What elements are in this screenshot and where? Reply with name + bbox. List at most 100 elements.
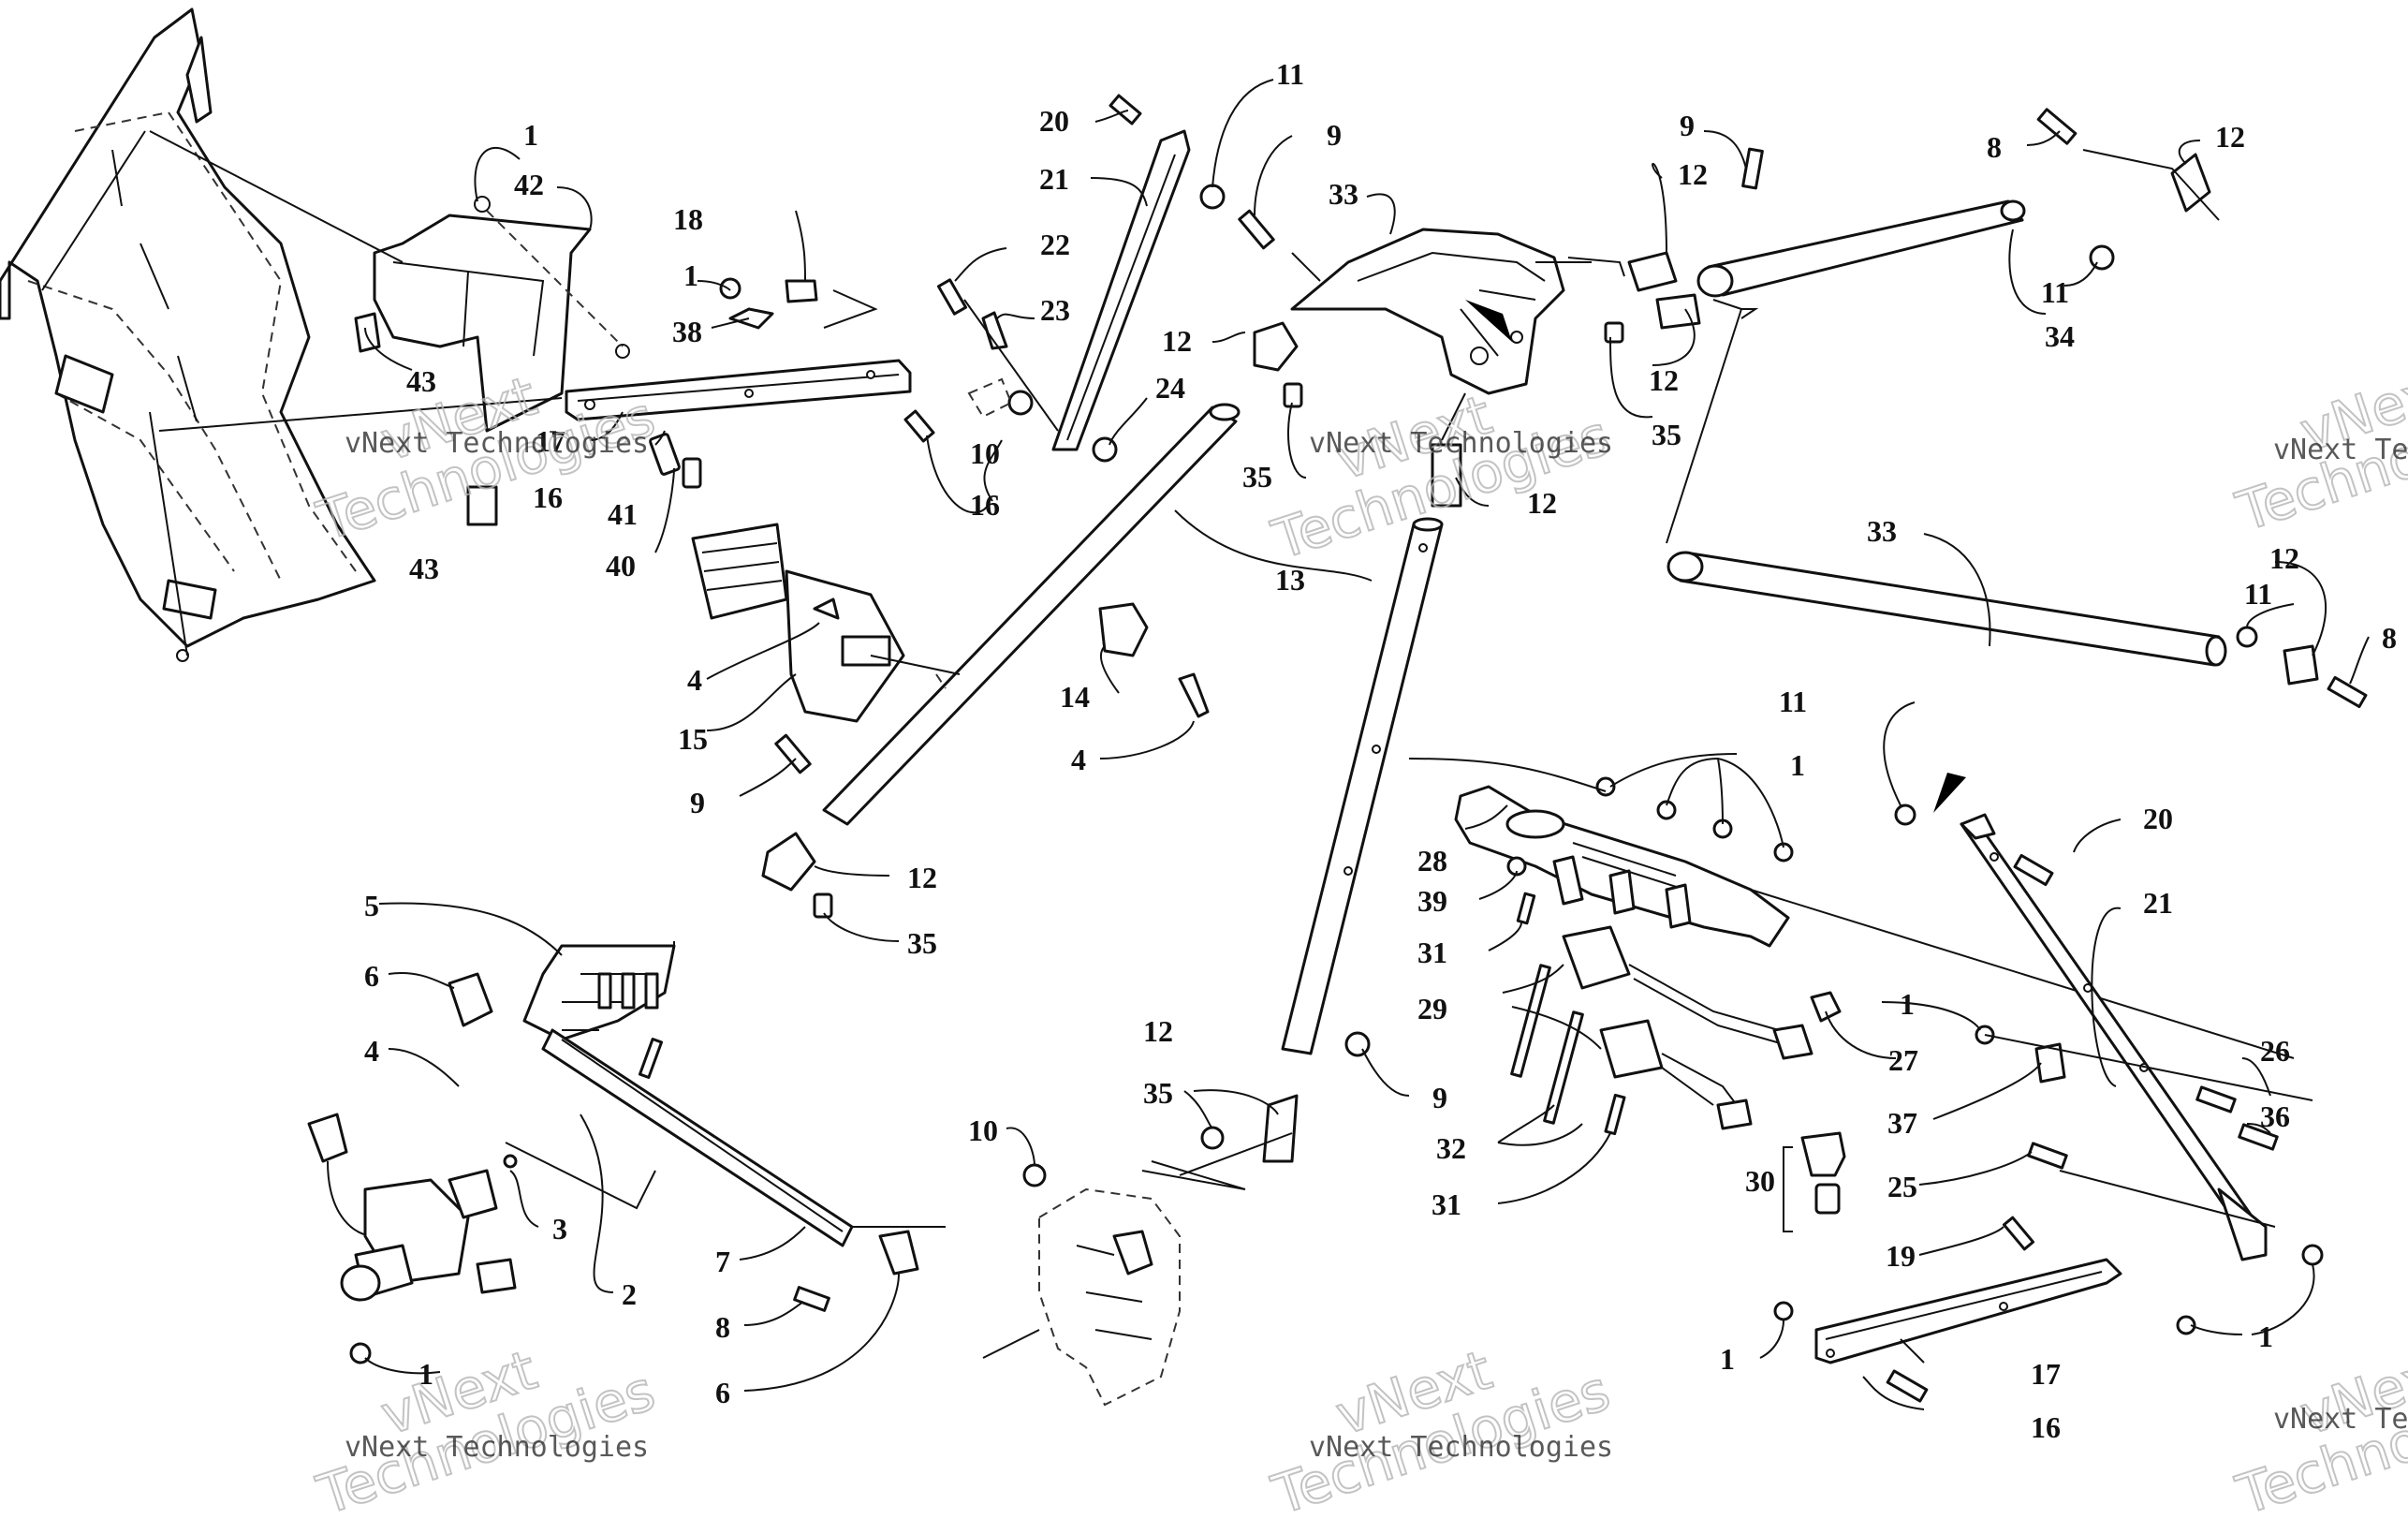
callout-6: 6 bbox=[364, 959, 379, 993]
lower-center-mount bbox=[982, 1160, 1246, 1407]
callout-38: 38 bbox=[672, 315, 702, 348]
callout-31: 31 bbox=[1417, 936, 1447, 969]
top-plate-33 bbox=[1238, 209, 1565, 395]
callout-35: 35 bbox=[1652, 418, 1681, 451]
callout-21: 21 bbox=[1039, 162, 1069, 196]
callout-16: 16 bbox=[2031, 1410, 2061, 1444]
tube-13 bbox=[761, 321, 1303, 919]
callout-36: 36 bbox=[2260, 1099, 2290, 1133]
callout-39: 39 bbox=[1417, 884, 1447, 918]
callout-16: 16 bbox=[533, 480, 563, 514]
callout-40: 40 bbox=[606, 549, 636, 583]
callout-9: 9 bbox=[1432, 1081, 1447, 1114]
bracket-28 bbox=[1454, 776, 2295, 1059]
tube-vertical-center bbox=[1200, 443, 1462, 1163]
boot-30 bbox=[1783, 1131, 1846, 1232]
callout-33: 33 bbox=[1867, 514, 1897, 548]
callout-8: 8 bbox=[1987, 130, 2002, 164]
tube-33-middle bbox=[1666, 308, 2368, 709]
callout-8: 8 bbox=[2382, 621, 2397, 655]
callout-18: 18 bbox=[673, 202, 703, 236]
callout-31: 31 bbox=[1432, 1187, 1461, 1221]
callout-12: 12 bbox=[1143, 1014, 1173, 1048]
callout-1: 1 bbox=[418, 1357, 433, 1391]
callout-4: 4 bbox=[364, 1034, 379, 1068]
watermark-label: vNext Technologies bbox=[345, 1431, 649, 1464]
callout-12: 12 bbox=[1162, 324, 1192, 358]
assembly-lines bbox=[41, 130, 1759, 1228]
callout-23: 23 bbox=[1040, 293, 1070, 327]
callout-12: 12 bbox=[2215, 120, 2245, 154]
callout-3: 3 bbox=[552, 1212, 567, 1246]
callout-24: 24 bbox=[1155, 371, 1185, 405]
strap-21-top bbox=[936, 94, 1226, 463]
bracket-5 bbox=[448, 944, 919, 1312]
callout-12: 12 bbox=[1527, 486, 1557, 520]
callout-43: 43 bbox=[406, 364, 436, 398]
callout-42: 42 bbox=[514, 168, 544, 201]
callout-9: 9 bbox=[1327, 118, 1342, 152]
callout-9: 9 bbox=[690, 786, 705, 819]
callout-7: 7 bbox=[715, 1245, 730, 1278]
watermark-label: vNext Technologies bbox=[2273, 1403, 2408, 1436]
callout-12: 12 bbox=[2269, 541, 2299, 575]
cross-bar-lower-right bbox=[1773, 1216, 2196, 1403]
callout-2: 2 bbox=[622, 1277, 637, 1311]
callout-17: 17 bbox=[2031, 1357, 2061, 1391]
callout-22: 22 bbox=[1040, 228, 1070, 261]
callout-9: 9 bbox=[1680, 109, 1695, 142]
watermark-label: vNext Technologies bbox=[1309, 427, 1613, 460]
callout-1: 1 bbox=[1900, 987, 1915, 1021]
callout-1: 1 bbox=[2258, 1320, 2273, 1353]
callout-25: 25 bbox=[1887, 1170, 1917, 1203]
strap-21-lower bbox=[1894, 804, 2324, 1266]
callout-11: 11 bbox=[2244, 577, 2272, 611]
callout-12: 12 bbox=[1649, 363, 1679, 397]
callout-6: 6 bbox=[715, 1376, 730, 1409]
reference-arrow-top bbox=[1465, 300, 1512, 342]
clip-14 bbox=[1098, 602, 1210, 718]
callout-4: 4 bbox=[687, 663, 702, 697]
housing-15 bbox=[691, 523, 961, 774]
callout-20: 20 bbox=[1039, 104, 1069, 138]
callout-16: 16 bbox=[970, 488, 1000, 522]
watermark-label: vNext Technologies bbox=[1309, 1431, 1613, 1464]
callout-11: 11 bbox=[2041, 275, 2069, 309]
callout-12: 12 bbox=[907, 861, 937, 894]
callout-14: 14 bbox=[1060, 680, 1090, 714]
callout-35: 35 bbox=[907, 926, 937, 960]
callout-5: 5 bbox=[364, 889, 379, 922]
watermark-label: vNext Technologies bbox=[345, 427, 649, 460]
callout-26: 26 bbox=[2260, 1034, 2290, 1068]
callout-43: 43 bbox=[409, 552, 439, 585]
callout-32: 32 bbox=[1436, 1131, 1466, 1165]
callout-35: 35 bbox=[1143, 1076, 1173, 1110]
callout-1: 1 bbox=[523, 118, 538, 152]
coils-29 bbox=[1510, 925, 1813, 1136]
callout-30: 30 bbox=[1745, 1164, 1775, 1198]
dash-panel-body bbox=[0, 7, 376, 662]
callout-13: 13 bbox=[1275, 563, 1305, 597]
callout-19: 19 bbox=[1886, 1239, 1916, 1273]
callout-33: 33 bbox=[1329, 177, 1358, 211]
callout-11: 11 bbox=[1779, 685, 1807, 718]
callout-27: 27 bbox=[1888, 1043, 1918, 1077]
callout-34: 34 bbox=[2045, 319, 2075, 353]
callout-1: 1 bbox=[1790, 748, 1805, 782]
callout-37: 37 bbox=[1887, 1106, 1917, 1140]
callout-1: 1 bbox=[1720, 1342, 1735, 1376]
callout-12: 12 bbox=[1678, 157, 1708, 191]
cross-bar-upper-left bbox=[565, 277, 1034, 489]
callout-8: 8 bbox=[715, 1310, 730, 1344]
callout-41: 41 bbox=[608, 497, 638, 531]
callout-35: 35 bbox=[1242, 460, 1272, 494]
callout-29: 29 bbox=[1417, 992, 1447, 1025]
callout-10: 10 bbox=[970, 436, 1000, 470]
callout-10: 10 bbox=[968, 1113, 998, 1147]
callout-labels: 1 42 43 17 16 43 1 38 18 41 40 10 16 20 … bbox=[364, 57, 2397, 1444]
callout-21: 21 bbox=[2143, 886, 2173, 920]
callout-15: 15 bbox=[678, 722, 708, 756]
actuator-3 bbox=[307, 1113, 518, 1364]
watermark-label: vNext Technologies bbox=[2273, 434, 2408, 466]
